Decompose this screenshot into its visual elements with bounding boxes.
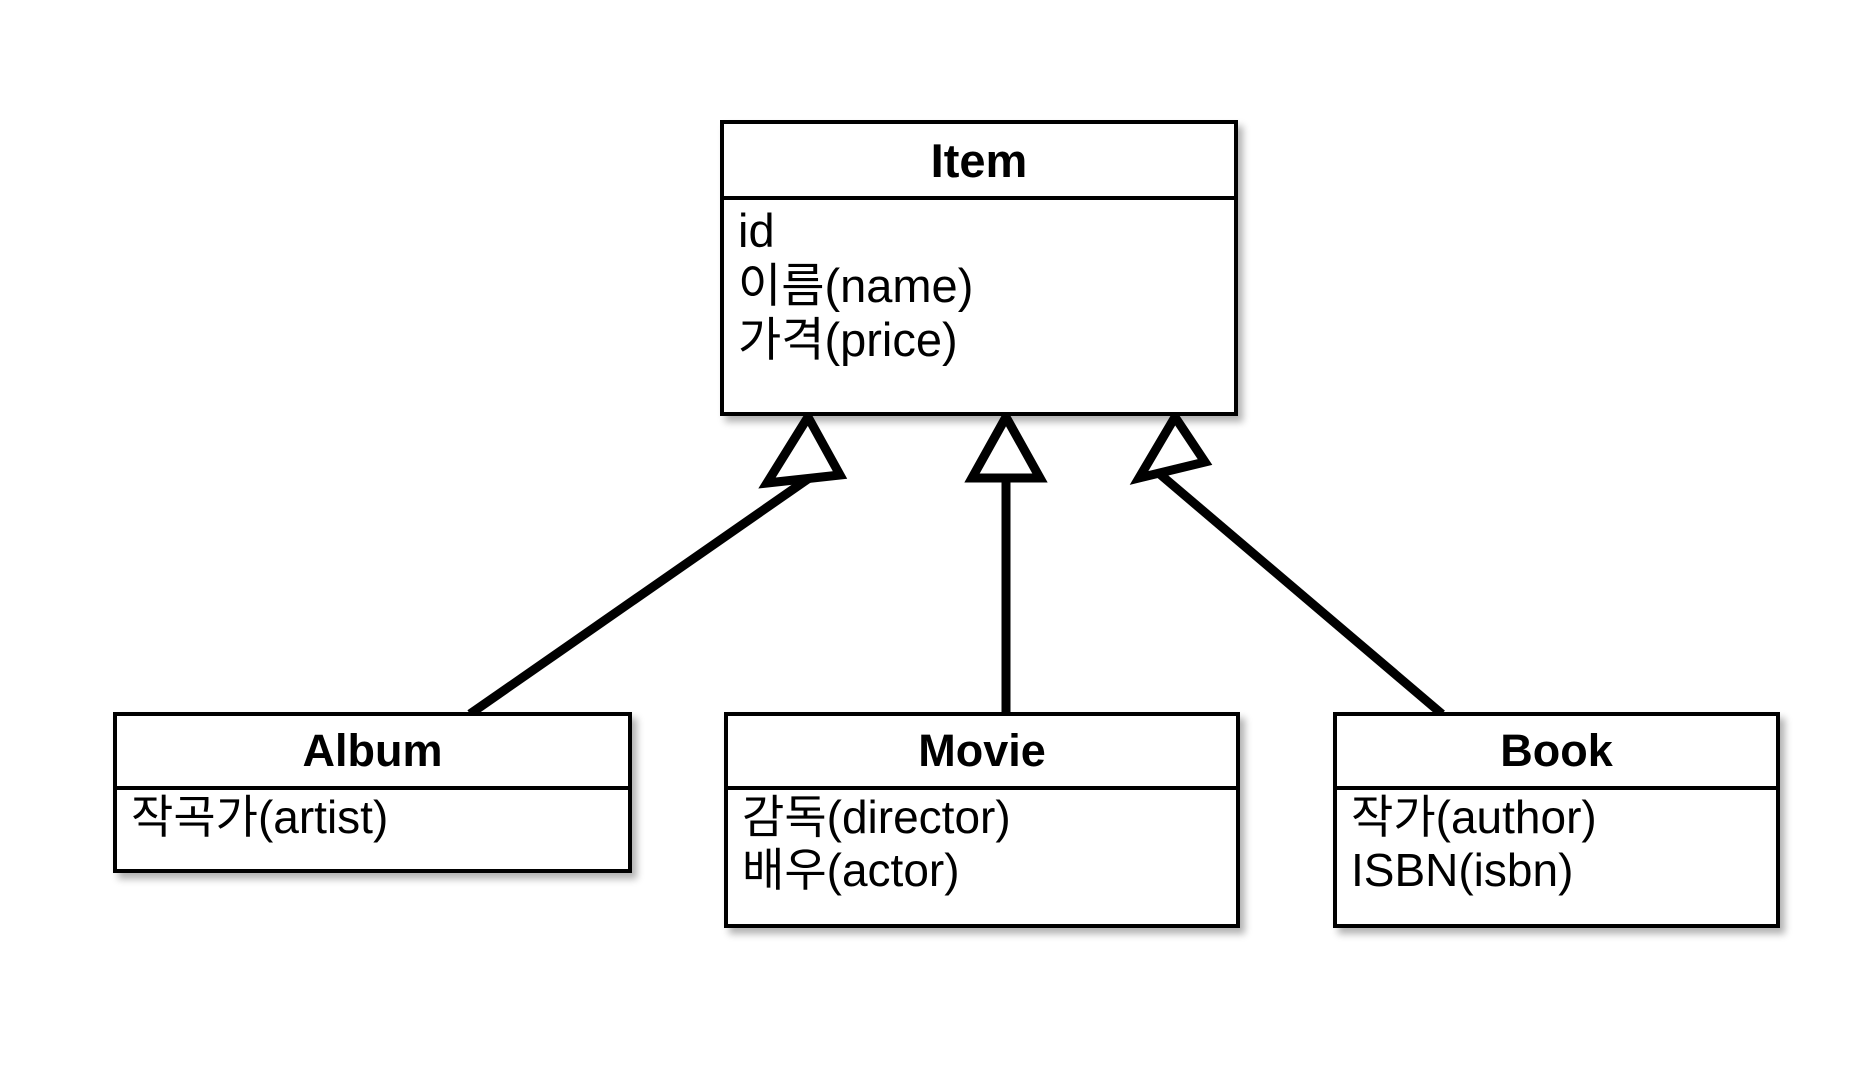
hollow-triangle-arrowhead-movie: [964, 407, 1048, 483]
class-attributes-book: 작가(author) ISBN(isbn): [1337, 790, 1776, 924]
attribute-row: 감독(director): [742, 791, 1011, 843]
hollow-triangle-arrowhead-book: [1129, 408, 1213, 485]
class-name-album: Album: [117, 716, 628, 790]
attribute-row: 작가(author): [1351, 791, 1597, 843]
class-attributes-item: id 이름(name) 가격(price): [724, 200, 1234, 412]
generalization-album-to-item: [467, 408, 848, 718]
attribute-row: ISBN(isbn): [1351, 844, 1574, 897]
class-name-item: Item: [724, 124, 1234, 200]
class-attributes-movie: 감독(director) 배우(actor): [728, 790, 1236, 924]
generalization-line-album: [467, 461, 831, 718]
hollow-triangle-arrowhead-album: [758, 408, 848, 489]
attribute-row: 가격(price): [738, 313, 958, 367]
attribute-row: 배우(actor): [742, 844, 960, 897]
class-box-album[interactable]: Album 작곡가(artist): [113, 712, 632, 873]
generalization-book-to-item: [1129, 408, 1445, 718]
class-box-book[interactable]: Book 작가(author) ISBN(isbn): [1333, 712, 1780, 928]
class-box-item[interactable]: Item id 이름(name) 가격(price): [720, 120, 1238, 416]
attribute-row: 작곡가(artist): [131, 791, 389, 843]
attribute-row: id: [738, 204, 775, 257]
attribute-row: 이름(name): [738, 258, 974, 312]
class-name-book: Book: [1337, 716, 1776, 790]
class-box-movie[interactable]: Movie 감독(director) 배우(actor): [724, 712, 1240, 928]
class-name-movie: Movie: [728, 716, 1236, 790]
class-attributes-album: 작곡가(artist): [117, 790, 628, 869]
generalization-line-book: [1152, 466, 1445, 718]
generalization-movie-to-item: [964, 407, 1048, 712]
